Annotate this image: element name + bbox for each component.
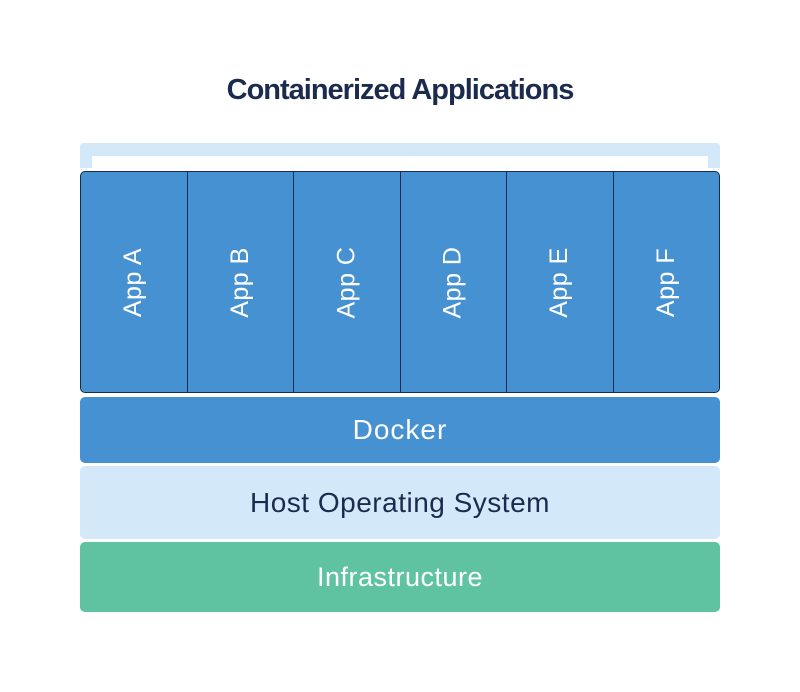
host-os-layer: Host Operating System [80,466,720,539]
docker-layer-label: Docker [352,414,448,445]
diagram-title: Containerized Applications [226,74,575,106]
app-container-a: App A [81,172,188,392]
app-label-c: App C [332,246,361,318]
app-label-f: App F [651,247,680,317]
app-label-a: App A [119,247,148,317]
app-label-b: App B [225,246,254,318]
infrastructure-layer-label: Infrastructure [316,561,484,592]
docker-layer: Docker [80,397,720,463]
app-container-c: App C [294,172,401,392]
app-container-b: App B [188,172,294,392]
app-container-d: App D [401,172,507,392]
infrastructure-layer: Infrastructure [80,542,720,612]
app-container-e: App E [507,172,614,392]
host-os-layer-label: Host Operating System [250,486,550,518]
app-container-f: App F [614,172,720,392]
apps-group-bracket [80,143,720,168]
app-label-e: App E [545,246,574,318]
app-label-d: App D [438,246,467,318]
apps-row: App A App B App C App D App E App F [80,171,720,393]
